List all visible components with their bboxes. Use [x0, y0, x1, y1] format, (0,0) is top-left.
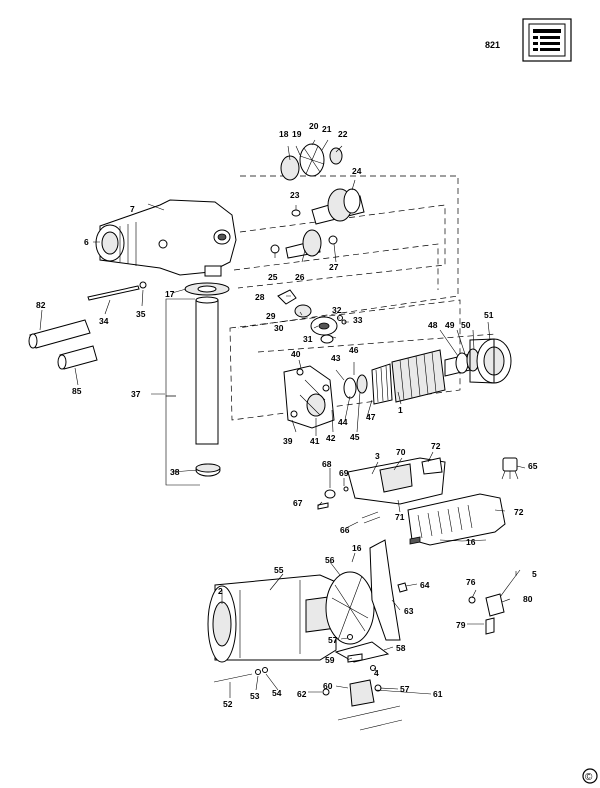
brush-holder	[501, 457, 519, 480]
page-number: 821	[485, 40, 500, 50]
callout-41: 41	[310, 436, 320, 446]
callout-4: 4	[374, 668, 379, 678]
callout-16b: 16	[466, 537, 476, 547]
callout-27: 27	[329, 262, 339, 272]
callout-62: 62	[297, 689, 307, 699]
callout-33: 33	[353, 315, 363, 325]
callout-46: 46	[349, 345, 359, 355]
callout-31: 31	[303, 334, 313, 344]
callout-65: 65	[528, 461, 538, 471]
callout-21: 21	[322, 124, 332, 134]
callout-20: 20	[309, 121, 319, 131]
end-bracket	[283, 365, 335, 429]
callout-61: 61	[433, 689, 443, 699]
callout-56: 56	[325, 555, 335, 565]
gear-head-housing	[95, 199, 237, 277]
callout-23: 23	[290, 190, 300, 200]
callout-32: 32	[332, 305, 342, 315]
callout-47: 47	[366, 412, 376, 422]
clutch-parts	[277, 289, 347, 344]
callout-76: 76	[466, 577, 476, 587]
callout-28: 28	[255, 292, 265, 302]
callout-3: 3	[375, 451, 380, 461]
callout-48: 48	[428, 320, 438, 330]
callout-67: 67	[293, 498, 303, 508]
callout-59: 59	[325, 655, 335, 665]
callout-57b: 57	[400, 684, 410, 694]
callout-70: 70	[396, 447, 406, 457]
callout-7: 7	[130, 204, 135, 214]
lower-small-parts	[213, 634, 403, 731]
fan-assembly	[325, 539, 408, 645]
callout-64: 64	[420, 580, 430, 590]
callout-40: 40	[291, 349, 301, 359]
gear-train	[270, 143, 365, 259]
callout-17: 17	[165, 289, 175, 299]
callout-57a: 57	[328, 635, 338, 645]
callout-22: 22	[338, 129, 348, 139]
copyright-icon: ©	[582, 768, 598, 784]
callout-72a: 72	[431, 441, 441, 451]
side-handle-parts	[28, 281, 147, 370]
callout-68: 68	[322, 459, 332, 469]
callout-29: 29	[266, 311, 276, 321]
callout-50: 50	[461, 320, 471, 330]
callout-58: 58	[396, 643, 406, 653]
callout-55: 55	[274, 565, 284, 575]
callout-63: 63	[404, 606, 414, 616]
callout-79: 79	[456, 620, 466, 630]
callout-72b: 72	[514, 507, 524, 517]
callout-2: 2	[218, 586, 223, 596]
callout-25: 25	[268, 272, 278, 282]
callout-30: 30	[274, 323, 284, 333]
callout-5: 5	[532, 569, 537, 579]
callout-42: 42	[326, 433, 336, 443]
callout-labels: 1 2 3 4 5 6 7 16 16 17 18 19 20 21 22 23…	[36, 121, 538, 709]
callout-19: 19	[292, 129, 302, 139]
callout-43: 43	[331, 353, 341, 363]
callout-45: 45	[350, 432, 360, 442]
callout-60: 60	[323, 681, 333, 691]
callout-1: 1	[398, 405, 403, 415]
callout-6: 6	[84, 237, 89, 247]
callout-38: 38	[170, 467, 180, 477]
callout-39: 39	[283, 436, 293, 446]
callout-37: 37	[131, 389, 141, 399]
copyright-symbol: ©	[585, 772, 593, 783]
callout-71: 71	[395, 512, 405, 522]
leader-lines	[39, 139, 526, 698]
callout-26: 26	[295, 272, 305, 282]
callout-44: 44	[338, 417, 348, 427]
callout-49: 49	[445, 320, 455, 330]
callout-34: 34	[99, 316, 109, 326]
motor-housing-upper	[317, 457, 446, 524]
callout-35: 35	[136, 309, 146, 319]
callout-24: 24	[352, 166, 362, 176]
motor-body	[207, 574, 337, 663]
callout-54: 54	[272, 688, 282, 698]
callout-53: 53	[250, 691, 260, 701]
spindle-column	[165, 282, 230, 486]
callout-18: 18	[279, 129, 289, 139]
handle	[407, 493, 506, 546]
callout-69: 69	[339, 468, 349, 478]
callout-16a: 16	[352, 543, 362, 553]
callout-52: 52	[223, 699, 233, 709]
cord-assembly	[468, 569, 521, 635]
callout-66: 66	[340, 525, 350, 535]
callout-82: 82	[36, 300, 46, 310]
callout-85: 85	[72, 386, 82, 396]
callout-51: 51	[484, 310, 494, 320]
callout-80: 80	[523, 594, 533, 604]
armature-assembly	[343, 338, 512, 405]
document-list-icon	[522, 18, 572, 62]
